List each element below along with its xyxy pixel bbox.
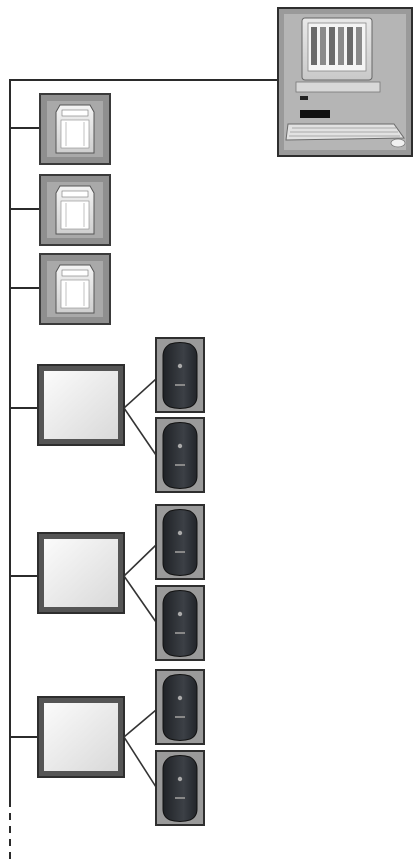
controller-2 [10,174,111,246]
card-reader-a [155,669,205,745]
card-reader-icon [162,755,198,822]
hub-2-reader-a-link [123,544,157,577]
card-reader-b [155,585,205,661]
interface-module-icon [44,539,118,607]
host-computer [277,7,413,157]
hub-2-reader-b-link [123,575,157,623]
card-reader-icon [162,674,198,741]
controller-panel-icon [55,264,95,314]
hub-1 [10,337,205,493]
hub-3-reader-a-link [123,709,157,738]
controller-panel-icon [55,185,95,235]
card-reader-b [155,750,205,826]
card-reader-icon [162,509,198,576]
hub-1-reader-a-link [123,378,157,409]
controller-1 [10,93,111,165]
card-reader-icon [162,590,198,657]
card-reader-a [155,504,205,580]
card-reader-a [155,337,205,413]
hub-3 [10,669,205,826]
controller-3 [10,253,111,325]
card-reader-icon [162,342,198,409]
hub-2 [10,504,205,661]
controller-panel-icon [55,104,95,154]
card-reader-b [155,417,205,493]
interface-module-icon [44,371,118,439]
card-reader-icon [162,422,198,489]
hub-3-reader-b-link [123,736,157,788]
computer-workstation-icon [285,17,406,148]
interface-module-icon [44,703,118,771]
hub-1-reader-b-link [123,407,157,456]
